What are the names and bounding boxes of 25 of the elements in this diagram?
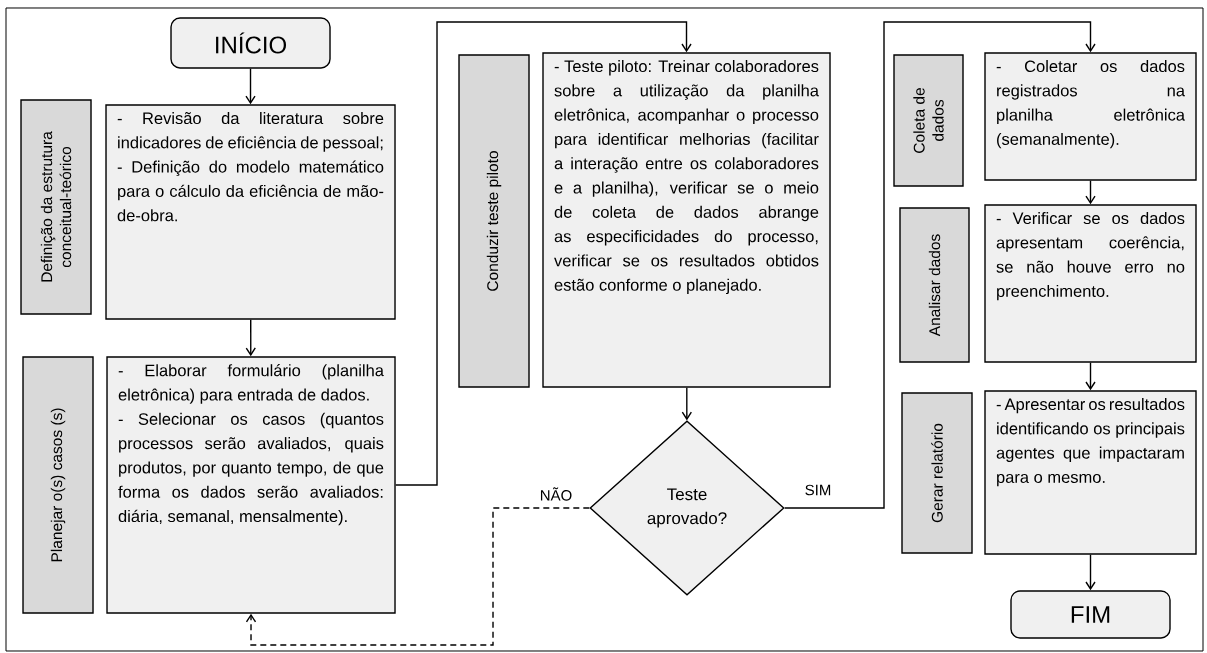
arrow bbox=[245, 68, 256, 105]
stage-label: Gerar relatório bbox=[901, 392, 973, 554]
arrow bbox=[784, 21, 1096, 509]
edge-label: NÃO bbox=[538, 486, 574, 502]
stage-label: Conduzir teste piloto bbox=[458, 54, 530, 388]
stage-label: Planejar o(s) casos (s) bbox=[22, 356, 94, 614]
arrow bbox=[245, 319, 256, 357]
terminal-box: INÍCIO bbox=[170, 17, 331, 69]
process-box: - Elaborar formulário (planilha eletrônica) para entrada de dados. - Selecionar os casos (quantos processos serão avaliados, quais produtos, por quanto tempo, de que forma os dados serão avaliados: diária, semanal, mensalmente). bbox=[106, 356, 396, 614]
process-box: - Revisão da literatura sobre indicadores de eficiência de pessoal; - Definição do modelo matemático para o cálculo da eficiência de mão-de-obra. bbox=[105, 104, 396, 320]
stage-label: Analisar dados bbox=[899, 207, 970, 363]
process-box: - Coletar os dados registrados na planilha eletrônica (semanalmente). bbox=[984, 52, 1197, 181]
process-box: - Teste piloto: Treinar colaboradores sobre a utilização da planilha eletrônica, acompanhar o processo para identificar melhorias (facilitar a interação entre os colaboradores e a planilha), verificar se o meio de coleta de dados abrange as especificidades do processo, verificar se os resultados obtidos estão conforme o planejado. bbox=[542, 52, 831, 388]
arrow bbox=[245, 507, 590, 646]
arrow bbox=[1085, 362, 1096, 391]
arrow bbox=[681, 387, 693, 421]
stage-label: Coleta de dados bbox=[893, 54, 964, 187]
arrow bbox=[1085, 180, 1096, 205]
arrow bbox=[1085, 554, 1096, 591]
process-box: - Verificar se os dados apresentam coerência, se não houve erro no preenchimento. bbox=[984, 204, 1197, 363]
arrow bbox=[395, 21, 692, 486]
edge-label: SIM bbox=[803, 483, 833, 497]
process-box: - Apresentar os resultados identificando os principais agentes que impactaram para o mesmo. bbox=[984, 390, 1197, 555]
stage-label: Definição da estrutura conceitual-teórico bbox=[20, 99, 92, 315]
terminal-box: FIM bbox=[1010, 590, 1171, 639]
